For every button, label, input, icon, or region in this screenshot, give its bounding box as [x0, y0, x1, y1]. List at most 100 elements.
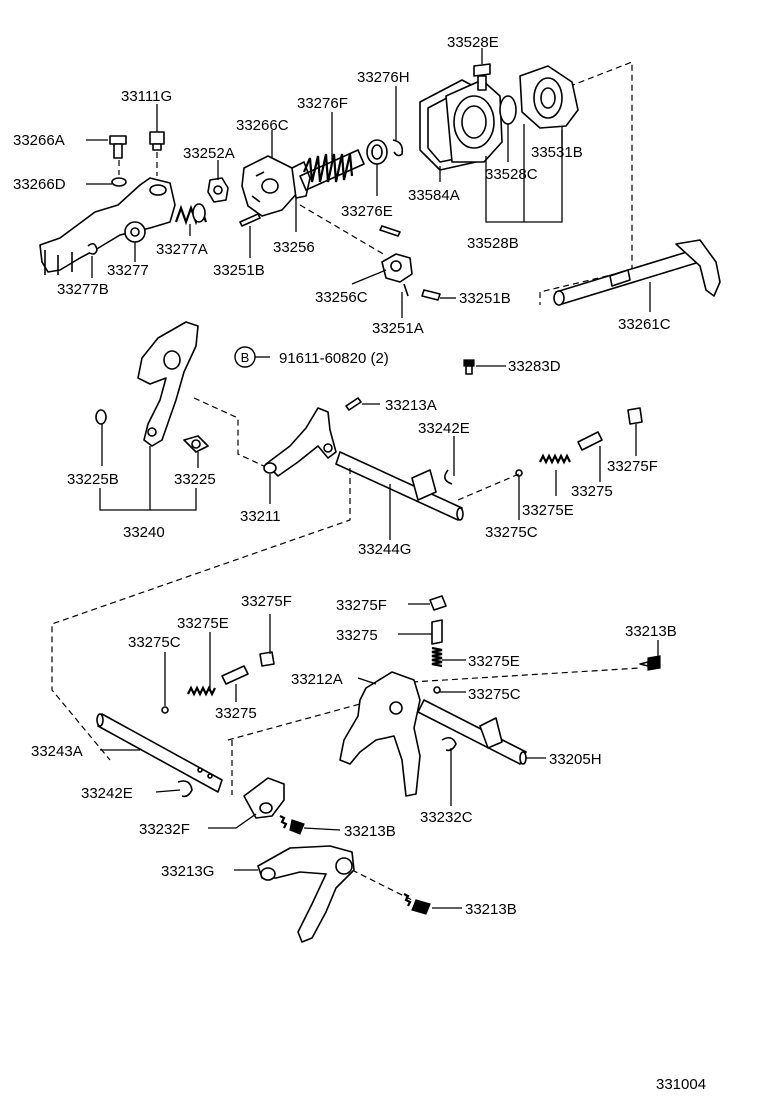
label-33240: 33240: [123, 524, 165, 541]
label-33244G: 33244G: [358, 541, 411, 558]
label-33276H: 33276H: [357, 69, 410, 86]
label-33276F: 33276F: [297, 95, 348, 112]
plug-33275F-lower-left: [259, 651, 275, 667]
label-33275E-upper: 33275E: [522, 502, 574, 519]
label-33225B: 33225B: [67, 471, 119, 488]
label-33251A: 33251A: [372, 320, 424, 337]
label-33275-upper: 33275: [571, 483, 613, 500]
label-33251B-upper: 33251B: [213, 262, 265, 279]
bush-33225: [183, 435, 209, 453]
label-33584A: 33584A: [408, 187, 460, 204]
label-33261C: 33261C: [618, 316, 671, 333]
label-33277B: 33277B: [57, 281, 109, 298]
label-33213A: 33213A: [385, 397, 437, 414]
label-33528E: 33528E: [447, 34, 499, 51]
shaft-33243A: [96, 713, 223, 793]
label-33111G: 33111G: [121, 88, 172, 105]
label-33232F: 33232F: [139, 821, 190, 838]
shift-housing: [39, 177, 176, 275]
clip-33242E-lower: [177, 780, 193, 798]
label-33276E: 33276E: [341, 203, 393, 220]
spring-33275E-lower-left: [187, 685, 216, 697]
part-labels: 33528E 33276H 33111G 33276F 33266C 33266…: [13, 34, 706, 1093]
cam-33252A: [207, 177, 229, 203]
spring-33275E-upper: [539, 453, 571, 465]
label-33277A: 33277A: [156, 241, 208, 258]
plug-33275F-lower-right: [429, 595, 447, 611]
plunger-33275-lower-left: [221, 665, 249, 685]
bush-33277: [124, 221, 146, 243]
bolt-33213B-bottom: [403, 893, 431, 915]
figure-number: 331004: [656, 1076, 706, 1093]
label-33275E-left: 33275E: [177, 615, 229, 632]
label-33256C: 33256C: [315, 289, 368, 306]
bush-33225B: [95, 409, 107, 425]
clip-33232C: [441, 736, 457, 752]
fork-33213G: [257, 845, 355, 943]
label-33275F-upper: 33275F: [607, 458, 658, 475]
screw-33283D: [463, 359, 475, 375]
pin-33213A: [345, 397, 362, 411]
callout-b-marker: B: [234, 346, 256, 368]
label-33232C: 33232C: [420, 809, 473, 826]
label-33528C: 33528C: [485, 166, 538, 183]
washer-33266D: [111, 177, 127, 187]
spring-33275E-lower-right: [431, 646, 443, 668]
label-33277: 33277: [107, 262, 149, 279]
seal-33276E: [366, 139, 388, 165]
bolt-33528E: [473, 63, 491, 91]
fork-33212A: [339, 671, 421, 797]
label-33275C-right: 33275C: [468, 686, 521, 703]
label-33251B-right: 33251B: [459, 290, 511, 307]
label-33275C-upper: 33275C: [485, 524, 538, 541]
label-33242E-lower: 33242E: [81, 785, 133, 802]
dashed-link-lower: [51, 468, 351, 761]
retainer-assembly-33528B: [419, 79, 517, 171]
label-33266D: 33266D: [13, 176, 66, 193]
label-33213B-right: 33213B: [625, 623, 677, 640]
ball-33275C-lower-left: [161, 706, 169, 714]
dashed-link-33256C: [299, 204, 386, 256]
bolt-33266A: [109, 135, 127, 159]
label-33256: 33256: [273, 239, 315, 256]
plunger-33275-upper: [577, 431, 603, 451]
cam-33256C: [381, 253, 413, 297]
clip-33277B: [87, 242, 98, 255]
boot-33531B: [519, 65, 579, 129]
label-33212A: 33212A: [291, 671, 343, 688]
label-33266A: 33266A: [13, 132, 65, 149]
pin-33251A: [379, 225, 401, 237]
label-33242E-upper: 33242E: [418, 420, 470, 437]
bolt-33213B-right: [639, 655, 661, 671]
plunger-33275-lower-right: [431, 619, 443, 645]
label-33275-right: 33275: [336, 627, 378, 644]
pin-33251B-right: [421, 289, 441, 301]
label-33275C-left: 33275C: [128, 634, 181, 651]
fork-head-33232F: [243, 777, 285, 819]
label-33205H: 33205H: [549, 751, 602, 768]
plug-33111G: [149, 131, 165, 151]
clip-33242E-upper: [444, 469, 453, 485]
ball-33275C-lower-right: [433, 686, 441, 694]
label-33275-left: 33275: [215, 705, 257, 722]
spring-33276F: [302, 153, 354, 183]
pin-33251B-upper: [239, 213, 261, 227]
label-33211: 33211: [240, 508, 281, 525]
label-91611-60820: 91611-60820 (2): [279, 350, 389, 367]
shaft-33261C: [553, 239, 721, 306]
label-33275E-right: 33275E: [468, 653, 520, 670]
bolt-33213B-middle: [279, 815, 305, 835]
callout-b-letter: B: [241, 350, 250, 365]
shaft-33205H: [417, 699, 527, 765]
bracket-33240: [137, 321, 199, 447]
label-33213B-bottom: 33213B: [465, 901, 517, 918]
label-33252A: 33252A: [183, 145, 235, 162]
label-33225: 33225: [174, 471, 216, 488]
shaft-33244G: [335, 451, 464, 521]
shift-lever-33211: [263, 407, 337, 477]
plug-33275F-upper: [627, 407, 643, 425]
label-33213B-middle: 33213B: [344, 823, 396, 840]
label-33213G: 33213G: [161, 863, 214, 880]
label-33275F-right: 33275F: [336, 597, 387, 614]
